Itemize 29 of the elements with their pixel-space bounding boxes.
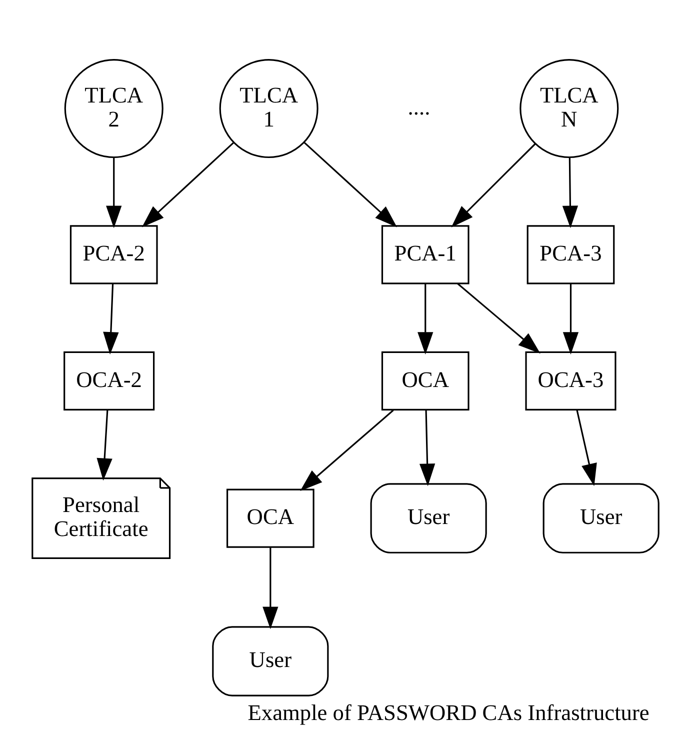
- arrow: [562, 158, 578, 228]
- node-circle: TLCA 2: [64, 59, 163, 158]
- arrow: [303, 142, 397, 228]
- arrow: [102, 284, 118, 354]
- label: ....: [407, 94, 430, 120]
- node-box: OCA: [380, 351, 469, 410]
- arrow: [450, 143, 536, 228]
- arrow: [141, 142, 234, 228]
- arrow: [418, 410, 435, 486]
- node-circle: TLCA 1: [218, 59, 318, 158]
- node-box: PCA-1: [380, 225, 469, 284]
- node-circle: TLCA N: [519, 59, 618, 158]
- arrow: [96, 410, 112, 481]
- node-box: OCA-3: [524, 351, 616, 410]
- node-box: User: [212, 626, 328, 696]
- arrow: [417, 284, 433, 354]
- node-box: User: [370, 483, 486, 554]
- arrow: [262, 548, 278, 630]
- node-box: PCA-3: [526, 225, 614, 284]
- node-box: User: [542, 483, 659, 554]
- node-box: OCA: [226, 488, 314, 548]
- arrow: [106, 158, 122, 228]
- arrow: [576, 410, 596, 486]
- arrow: [562, 284, 578, 354]
- caption: Example of PASSWORD CAs Infrastructure: [247, 700, 649, 725]
- arrow: [300, 410, 394, 491]
- node-box: OCA-2: [63, 351, 154, 410]
- arrow: [456, 282, 540, 354]
- node-box: PCA-2: [69, 225, 158, 284]
